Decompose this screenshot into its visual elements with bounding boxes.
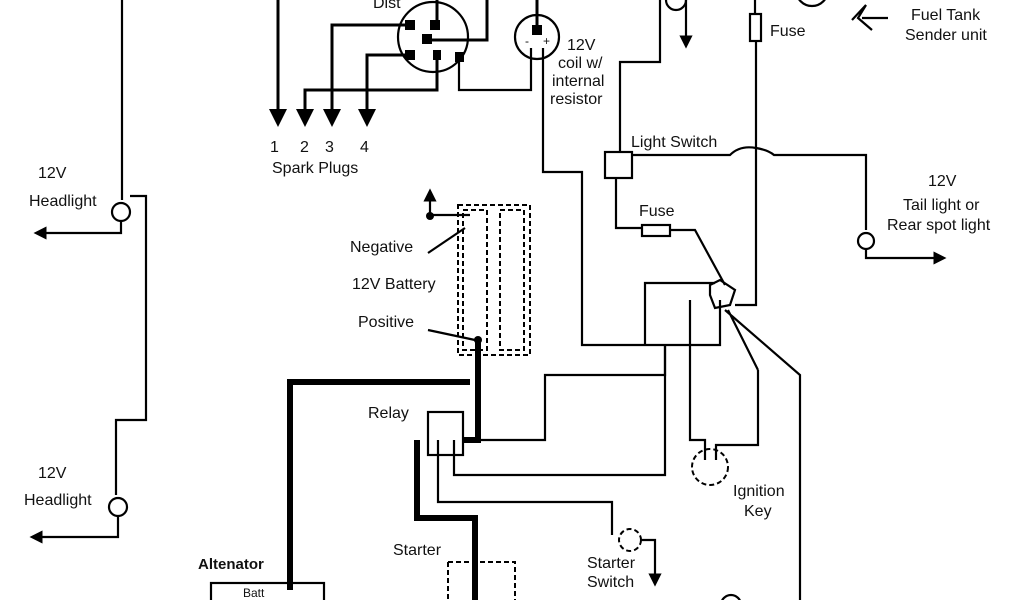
coil-label-2: coil w/: [558, 55, 603, 72]
fuse-mid-label: Fuse: [639, 203, 675, 220]
tail-light-label-2: Rear spot light: [887, 217, 991, 234]
alternator-label: Altenator: [198, 556, 264, 573]
spark-plug-2: 2: [300, 139, 309, 156]
headlight-1-12v-label: 12V: [38, 165, 67, 182]
alternator-icon: [209, 581, 326, 600]
headlight-1-bulb-icon: [110, 201, 132, 223]
battery: [426, 195, 531, 356]
fuel-tank-label: Fuel Tank: [911, 7, 981, 24]
light-switch-icon[interactable]: [603, 150, 634, 180]
headlight-1-label: Headlight: [29, 193, 97, 210]
batt-label: Batt: [243, 586, 265, 600]
fuse-top-label: Fuse: [770, 23, 806, 40]
headlight-2: [29, 496, 129, 544]
light-switch-label: Light Switch: [631, 134, 717, 151]
coil-minus-label: -: [525, 34, 529, 48]
fuel-sender-icon: [851, 4, 888, 31]
spark-plug-1: 1: [270, 139, 279, 156]
tail-light-bulb-icon: [856, 231, 876, 251]
negative-label: Negative: [350, 239, 413, 256]
fuse-top-icon: [748, 12, 763, 43]
relay-label: Relay: [368, 405, 409, 422]
junction-icon: [708, 278, 737, 310]
ignition-key-label-2: Key: [744, 503, 772, 520]
headlight-2-label: Headlight: [24, 492, 92, 509]
starter-icon: [447, 561, 516, 600]
distributor: [269, 0, 533, 127]
battery-label: 12V Battery: [352, 276, 436, 293]
spark-plug-4: 4: [360, 139, 369, 156]
relay-icon: [426, 410, 465, 457]
coil-plus-label: +: [543, 34, 550, 48]
headlight-1: [33, 0, 148, 495]
fuel-tank-label-2: Sender unit: [905, 27, 987, 44]
starter-switch-label: Starter: [587, 555, 636, 572]
starter-label: Starter: [393, 542, 442, 559]
tail-12v-label: 12V: [928, 173, 957, 190]
coil-label-4: resistor: [550, 91, 603, 108]
ignition-coil: - +: [513, 0, 722, 347]
headlight-2-bulb-icon: [107, 496, 129, 518]
positive-label: Positive: [358, 314, 414, 331]
tail-light-label: Tail light or: [903, 197, 980, 214]
ignition-key-icon[interactable]: [691, 448, 729, 486]
coil-label-3: internal: [552, 73, 604, 90]
dist-label: Dist: [373, 0, 401, 12]
spark-plug-3: 3: [325, 139, 334, 156]
coil-label: 12V: [567, 37, 596, 54]
starter-switch-label-2: Switch: [587, 574, 634, 591]
headlight-2-12v-label: 12V: [38, 465, 67, 482]
starter-switch-icon[interactable]: [618, 528, 642, 552]
fuse-mid-icon: [640, 223, 672, 238]
spark-plugs-label: Spark Plugs: [272, 160, 358, 177]
ignition-key-label: Ignition: [733, 483, 785, 500]
